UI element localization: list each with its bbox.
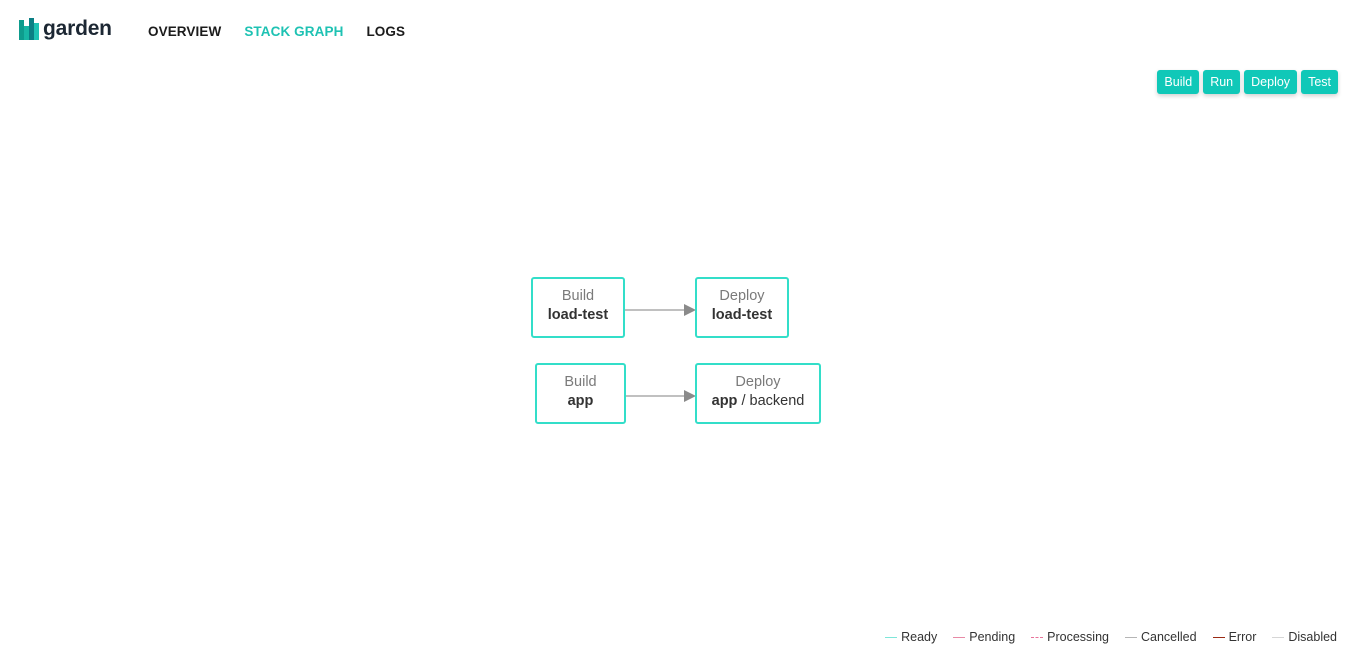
legend-line	[1212, 636, 1225, 638]
legend-label: Error	[1228, 630, 1257, 644]
node-module-text: / backend	[737, 393, 805, 409]
legend-label: Processing	[1047, 630, 1109, 644]
main-nav: OVERVIEW STACK GRAPH LOGS	[148, 24, 428, 39]
node-type: Build	[561, 288, 595, 304]
node-deploy-app-backend[interactable]: Deploy app / backend	[695, 363, 821, 424]
node-type: Deploy	[719, 288, 765, 304]
node-type: Deploy	[735, 374, 781, 390]
node-name: load-test	[697, 307, 787, 323]
node-name: app	[537, 393, 624, 409]
node-build-load-test[interactable]: Build load-test	[531, 277, 625, 338]
filter-build-button[interactable]: Build	[1157, 70, 1200, 94]
node-name-text: app	[711, 393, 738, 409]
nav-overview[interactable]: OVERVIEW	[148, 24, 222, 39]
node-name-text: app	[567, 393, 594, 409]
legend-error: Error	[1212, 630, 1257, 644]
app-header: garden OVERVIEW STACK GRAPH LOGS	[0, 0, 1348, 64]
node-name-text: load-test	[547, 307, 609, 323]
legend-line	[1124, 636, 1137, 638]
filter-test-button[interactable]: Test	[1301, 70, 1338, 94]
filter-deploy-button[interactable]: Deploy	[1244, 70, 1298, 94]
logo-text: garden	[43, 17, 112, 40]
legend-label: Cancelled	[1140, 630, 1197, 644]
filter-run-button[interactable]: Run	[1203, 70, 1241, 94]
node-type: Build	[564, 374, 597, 390]
node-name: app / backend	[697, 393, 819, 409]
legend-label: Ready	[901, 630, 938, 644]
node-build-app[interactable]: Build app	[535, 363, 626, 424]
node-name: load-test	[533, 307, 623, 323]
garden-logo[interactable]: garden	[19, 17, 112, 41]
legend-line	[953, 636, 966, 638]
legend-processing: Processing	[1031, 630, 1109, 644]
legend-label: Pending	[969, 630, 1016, 644]
node-name-text: load-test	[711, 307, 773, 323]
legend-line	[1031, 636, 1044, 638]
legend-line	[1272, 636, 1285, 638]
legend-cancelled: Cancelled	[1124, 630, 1197, 644]
graph-filter-buttons: Build Run Deploy Test	[1153, 70, 1338, 94]
legend-pending: Pending	[953, 630, 1015, 644]
nav-stack-graph[interactable]: STACK GRAPH	[244, 24, 344, 39]
garden-logo-icon	[19, 18, 39, 40]
status-legend: Ready Pending Processing Cancelled Error…	[869, 630, 1337, 644]
nav-logs[interactable]: LOGS	[366, 24, 406, 39]
legend-label: Disabled	[1288, 630, 1337, 644]
node-deploy-load-test[interactable]: Deploy load-test	[695, 277, 789, 338]
legend-ready: Ready	[885, 630, 937, 644]
legend-disabled: Disabled	[1272, 630, 1337, 644]
legend-line	[885, 636, 898, 638]
